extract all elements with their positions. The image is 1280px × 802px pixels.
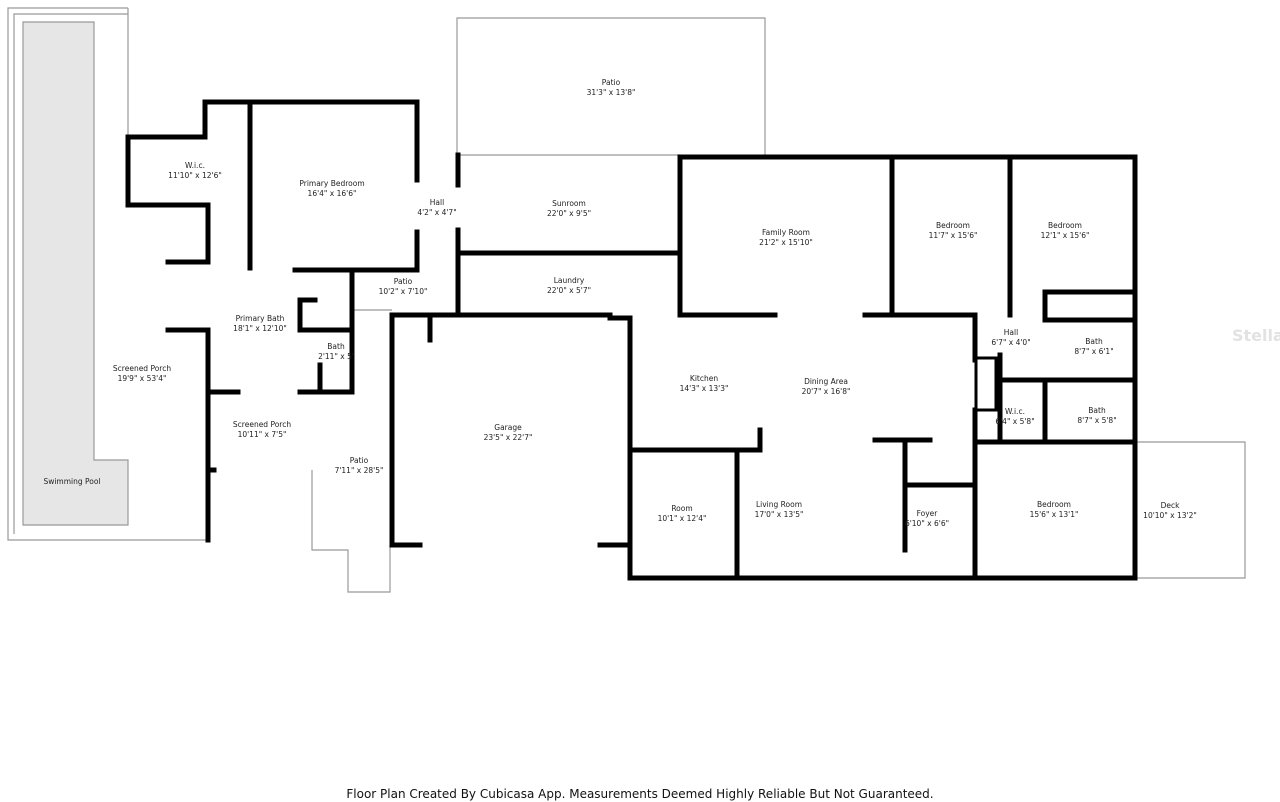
screened-porch-outline-inner [13,13,128,534]
screened-porch-outline [7,7,208,541]
outline-thin [7,7,1246,593]
deck-outline [1135,441,1246,579]
watermark: StellarMLS [1232,326,1280,345]
patio-lower-outline [311,470,391,593]
walls [125,99,1138,581]
patio-outline [456,17,766,155]
room-label-wic: W.i.c.11'10" x 12'6" [168,161,222,180]
footer-disclaimer: Floor Plan Created By Cubicasa App. Meas… [346,787,934,801]
swimming-pool [22,21,129,526]
room-label-wic: W.i.c.6'4" x 5'8" [995,407,1035,426]
room-label-swimming-pool: Swimming Pool [43,477,101,486]
fireplace [974,356,998,412]
